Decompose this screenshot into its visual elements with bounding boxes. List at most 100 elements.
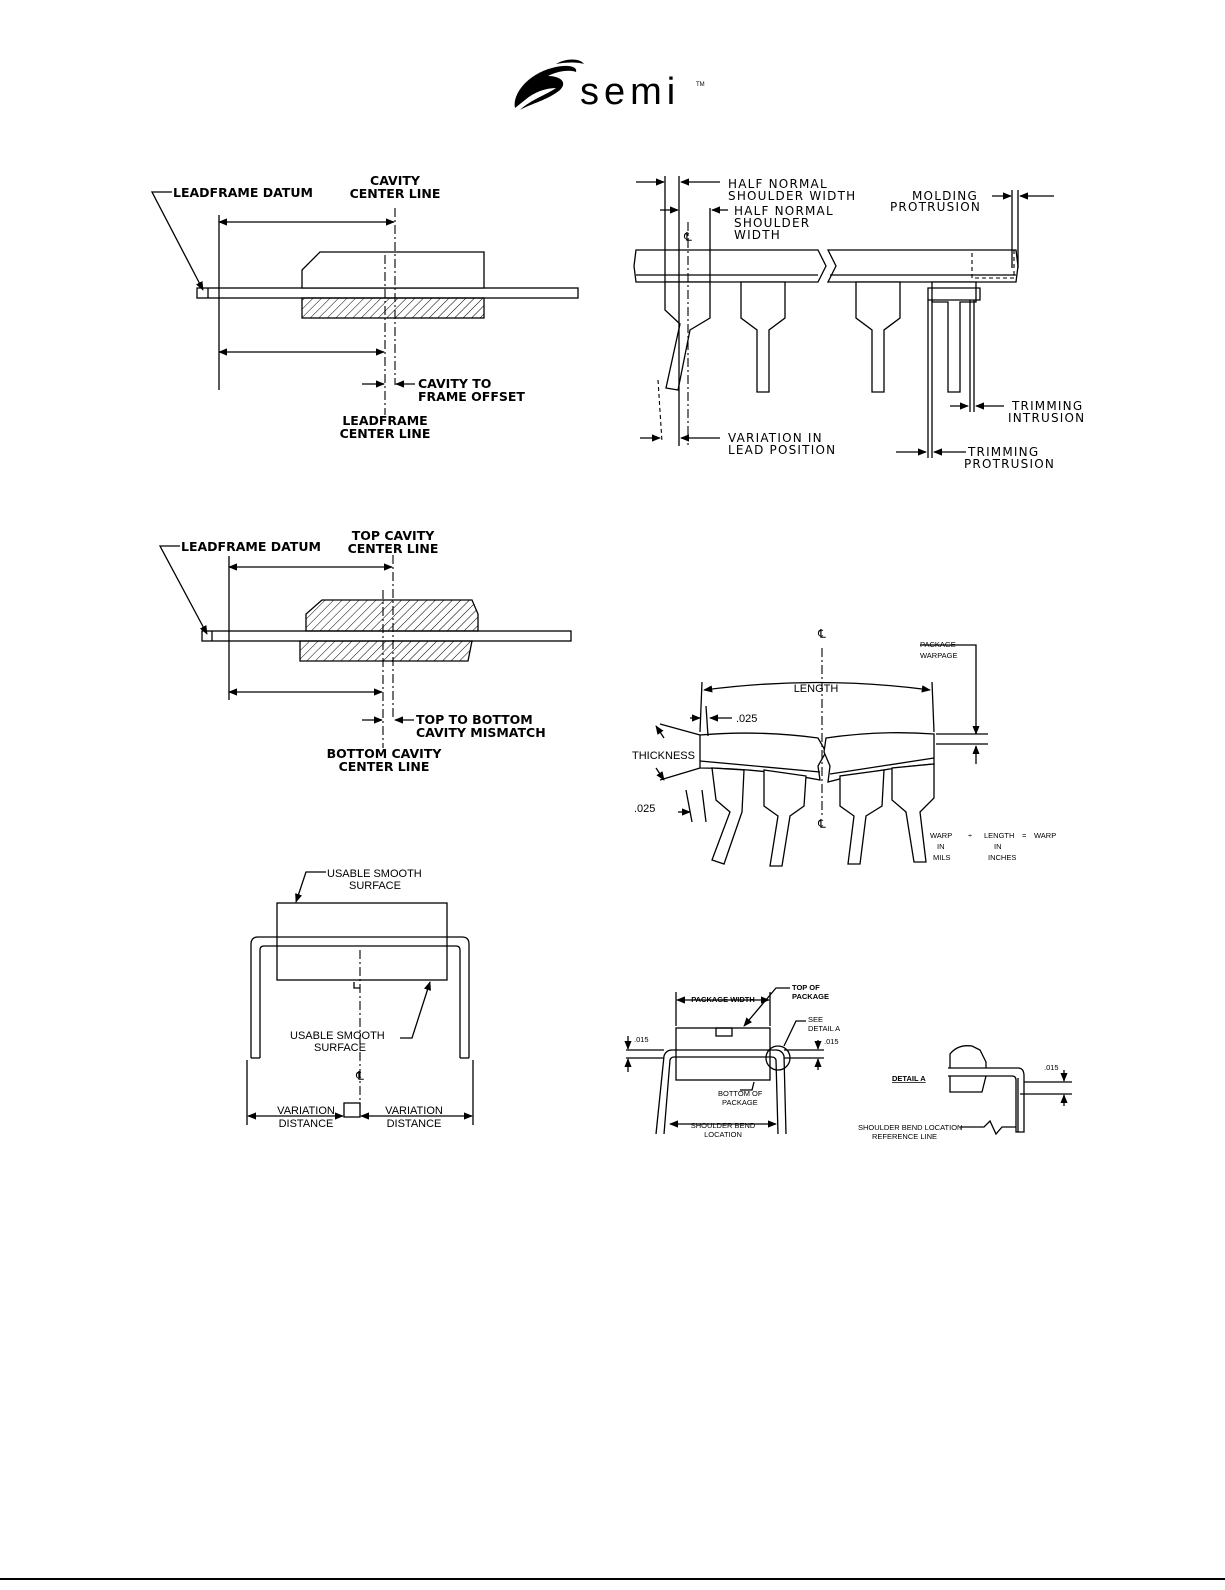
bend-lead-outer (655, 1049, 787, 1135)
reference-line-1: SHOULDER BEND LOCATION (858, 1123, 962, 1132)
top-cavity-label-2: CENTER LINE (348, 541, 439, 556)
formula-in-2: IN (994, 842, 1002, 851)
figure-warpage: ℄ ℄ LENGTH PACKAGE WARPAGE .025 THICKNES… (632, 627, 1056, 867)
semi-swoosh-icon (514, 59, 584, 110)
detail-a-body (949, 1045, 987, 1068)
formula-mils: MILS (933, 853, 951, 862)
figure-shoulder-bend: PACKAGE WIDTH TOP OF PACKAGE SEE DETAIL … (624, 983, 1072, 1141)
warp-length-label: LENGTH (794, 683, 839, 695)
dim-015-right: .015 (824, 1037, 839, 1046)
smooth-package-body (276, 902, 448, 981)
lead-frame-inner (259, 945, 461, 1058)
logo-text: semi (580, 71, 680, 113)
offset-label-2: FRAME OFFSET (418, 389, 525, 404)
top-of-package-2: PACKAGE (792, 992, 829, 1001)
cavity-center-label-2: CENTER LINE (350, 186, 441, 201)
half-normal-2b: SHOULDER (734, 216, 810, 230)
leadframe-datum-label: LEADFRAME DATUM (173, 185, 313, 200)
package-top-body (301, 251, 485, 289)
figure-shoulder-width: ℄ HALF NORMAL SHOULDER WIDTH HALF NORMAL… (633, 176, 1085, 471)
leadframe-datum-label-2: LEADFRAME DATUM (181, 539, 321, 554)
semi-logo: semi TM (514, 59, 705, 113)
bend-package-body (675, 1027, 771, 1081)
package-warpage-2: WARPAGE (920, 651, 958, 660)
page-bottom-rule (0, 1578, 1225, 1580)
warp-lead-1 (711, 767, 745, 865)
variation-right-1: VARIATION (385, 1105, 443, 1117)
reference-line-2: REFERENCE LINE (872, 1132, 937, 1141)
leadframe-strip-2 (201, 630, 572, 642)
lead-frame-outer (250, 936, 470, 1058)
warp-lead-2 (763, 769, 807, 867)
package-width-label: PACKAGE WIDTH (691, 995, 755, 1004)
variation-lead-1: VARIATION IN (728, 431, 823, 445)
warp-lead-4 (891, 763, 935, 863)
half-normal-1b: SHOULDER WIDTH (728, 189, 856, 203)
formula-eq: = (1022, 831, 1027, 840)
mismatch-label-2: CAVITY MISMATCH (416, 725, 546, 740)
molding-label-1: MOLDING (912, 189, 978, 203)
top-of-package-1: TOP OF (792, 983, 820, 992)
lead-3 (855, 281, 901, 393)
trim-protrusion-1: TRIMMING (967, 445, 1039, 459)
trim-intrusion-1: TRIMMING (1011, 399, 1083, 413)
package-warpage-1: PACKAGE (920, 640, 956, 649)
bottom-of-package-1: BOTTOM OF (718, 1089, 763, 1098)
half-normal-2a: HALF NORMAL (734, 204, 834, 218)
dim-025-top: .025 (736, 713, 757, 725)
see-detail-1: SEE (808, 1015, 823, 1024)
detail-a-label: DETAIL A (892, 1074, 926, 1083)
offset-label-1: CAVITY TO (418, 376, 491, 391)
logo-trademark: TM (696, 82, 705, 88)
figure-smooth-surface: ℄ USABLE SMOOTH SURFACE USABLE SMOOTH SU… (246, 868, 474, 1130)
detail-a-lead (948, 1067, 1025, 1133)
figure-cavity-mismatch: LEADFRAME DATUM TOP CAVITY CENTER LINE T… (158, 528, 572, 774)
warp-cl-symbol-bottom: ℄ (817, 817, 826, 831)
warp-lead-3 (839, 769, 885, 865)
formula-inches: INCHES (988, 853, 1016, 862)
bottom-cavity-label-1: BOTTOM CAVITY (327, 746, 443, 761)
trim-protrusion-2: PROTRUSION (964, 457, 1055, 471)
variation-right-2: DISTANCE (387, 1118, 442, 1130)
thickness-label: THICKNESS (632, 750, 695, 762)
formula-div: ÷ (968, 831, 972, 840)
usable-bottom-1: USABLE SMOOTH (290, 1030, 385, 1042)
variation-left-1: VARIATION (277, 1105, 335, 1117)
bottom-cavity-body (299, 640, 473, 662)
molding-label-2: PROTRUSION (890, 200, 981, 214)
lead-2 (740, 281, 786, 393)
trim-intrusion-2: INTRUSION (1008, 411, 1085, 425)
leadframe-center-label-1: LEADFRAME (342, 413, 427, 428)
cavity-center-label-1: CAVITY (370, 173, 421, 188)
smooth-cl-symbol: ℄ (355, 1069, 364, 1083)
dim-025-bottom: .025 (634, 803, 655, 815)
usable-top-2: SURFACE (349, 880, 401, 892)
formula-result: WARP (1034, 831, 1056, 840)
lead-trimmed (931, 281, 977, 393)
half-normal-1a: HALF NORMAL (728, 177, 828, 191)
see-detail-2: DETAIL A (808, 1024, 840, 1033)
package-body-right (826, 249, 1019, 283)
dim-015-detail: .015 (1044, 1063, 1059, 1072)
package-body-left (633, 249, 827, 283)
warp-cl-symbol-top: ℄ (817, 627, 826, 641)
leadframe-strip (196, 287, 579, 299)
bottom-of-package-2: PACKAGE (722, 1098, 758, 1107)
variation-left-2: DISTANCE (279, 1118, 334, 1130)
formula-length: LENGTH (984, 831, 1014, 840)
bend-lead-inner (663, 1056, 779, 1135)
usable-bottom-2: SURFACE (314, 1042, 366, 1054)
variation-lead-2: LEAD POSITION (728, 443, 836, 457)
half-normal-2c: WIDTH (734, 228, 781, 242)
shoulder-location-2: LOCATION (704, 1130, 742, 1139)
cl-symbol-top: ℄ (683, 230, 692, 244)
figure-cavity-offset: LEADFRAME DATUM CAVITY CENTER LINE CAVIT… (150, 173, 579, 441)
usable-top-1: USABLE SMOOTH (327, 868, 422, 880)
top-cavity-body (305, 599, 479, 632)
leadframe-center-label-2: CENTER LINE (340, 426, 431, 441)
top-cavity-label-1: TOP CAVITY (352, 528, 436, 543)
mismatch-label-1: TOP TO BOTTOM (416, 712, 533, 727)
bottom-cavity-label-2: CENTER LINE (339, 759, 430, 774)
